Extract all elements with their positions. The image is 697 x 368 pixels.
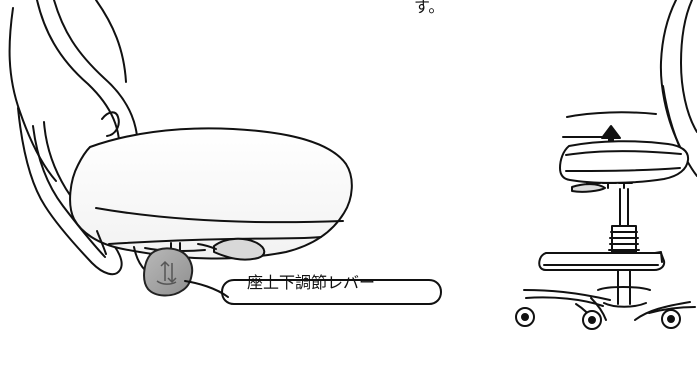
raised-seat-ghost xyxy=(566,111,657,118)
star-base xyxy=(523,289,691,321)
backrest-curve xyxy=(8,7,57,182)
backrest-curve-2 xyxy=(95,0,127,83)
chair-seat xyxy=(559,140,690,184)
chair-back-inner xyxy=(680,0,697,133)
foot-ring-end xyxy=(654,251,663,263)
seat-stripe xyxy=(565,150,682,156)
lever-callout xyxy=(184,279,442,305)
seat-height-lever-label: 座上下調節レバー xyxy=(247,273,376,292)
adjustment-arrows-icon xyxy=(156,260,177,285)
rear-lever xyxy=(213,237,266,261)
manual-illustration xyxy=(8,0,697,330)
seat-crease xyxy=(95,207,344,224)
seat-height-lever xyxy=(143,247,194,297)
foot-ring xyxy=(538,252,666,271)
instruction-text-fragment: す。 xyxy=(414,0,445,16)
manual-page: す。 xyxy=(8,0,697,330)
back-support-bar xyxy=(17,107,123,276)
seat-cushion xyxy=(69,127,353,260)
seat-side-bracket-2 xyxy=(133,246,146,271)
caster-hub xyxy=(667,315,675,323)
seat-stripe-2 xyxy=(565,167,681,172)
base-hub xyxy=(597,286,651,291)
full-chair-illustration xyxy=(523,0,697,324)
star-base-leg-left xyxy=(525,296,604,307)
seat-hinge xyxy=(101,111,120,137)
caster-hub xyxy=(521,313,529,321)
seat-closeup-illustration xyxy=(8,0,353,276)
base-hub-2 xyxy=(603,302,647,308)
rear-lever-stem xyxy=(197,243,217,250)
side-lever xyxy=(571,183,606,193)
star-base-leg-right xyxy=(648,306,696,314)
seat-side-bracket xyxy=(96,230,107,255)
caster-hub xyxy=(588,316,596,324)
gas-lift-rings xyxy=(608,231,640,251)
chair-casters xyxy=(515,307,681,330)
